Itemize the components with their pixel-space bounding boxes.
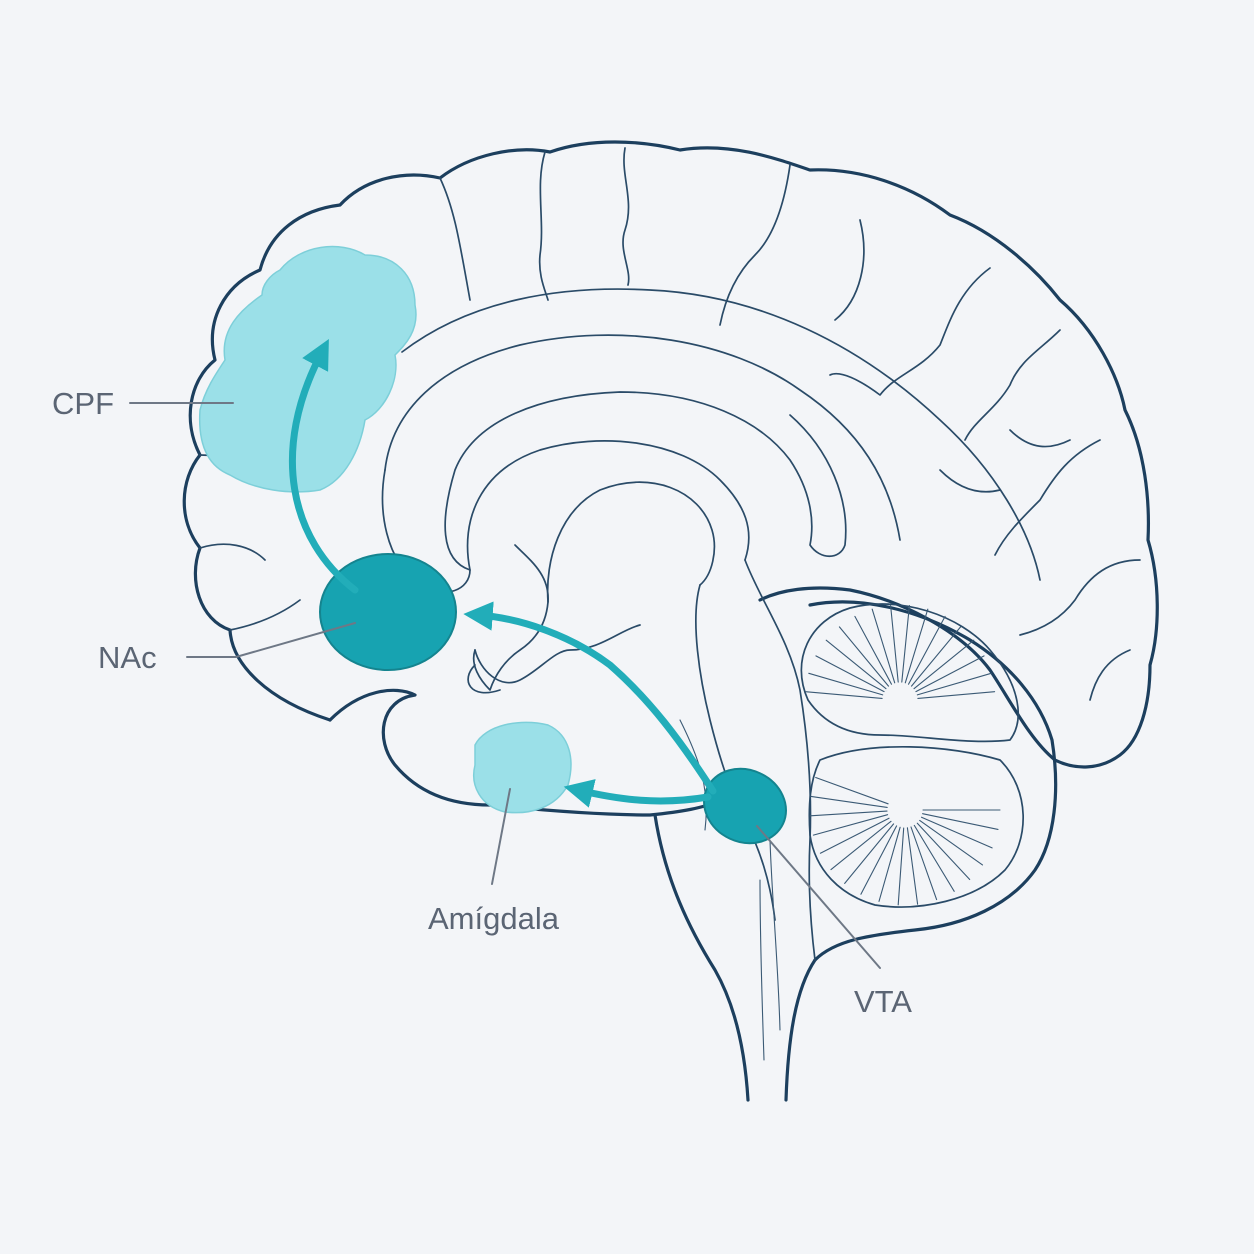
amygdala-region[interactable] bbox=[474, 722, 571, 812]
gyrus-line bbox=[200, 544, 265, 560]
amygdala-label: Amígdala bbox=[428, 901, 560, 936]
gyrus-line bbox=[835, 220, 864, 320]
nac-label: NAc bbox=[98, 640, 157, 675]
medulla-line bbox=[760, 880, 764, 1060]
gyrus-line bbox=[965, 330, 1060, 440]
arbor-vitae-ray bbox=[902, 606, 910, 683]
arbor-vitae-ray bbox=[909, 616, 946, 684]
arbor-vitae-ray bbox=[916, 656, 984, 692]
gyrus-line bbox=[1090, 650, 1130, 700]
midbrain-front bbox=[696, 585, 775, 920]
arbor-vitae-ray bbox=[922, 817, 993, 848]
medulla-line bbox=[770, 840, 780, 1030]
midbrain-back bbox=[745, 560, 815, 960]
nac-region[interactable] bbox=[320, 554, 456, 670]
fornix-line bbox=[548, 482, 715, 602]
arbor-vitae-ray bbox=[905, 609, 928, 683]
gyrus-line bbox=[623, 148, 629, 285]
cingulate-inner bbox=[385, 335, 900, 540]
arbor-vitae-ray bbox=[891, 606, 899, 683]
gyrus-line bbox=[440, 178, 470, 300]
gyrus-line bbox=[540, 152, 548, 300]
gyrus-line bbox=[1010, 430, 1070, 447]
corpus-callosum-outer bbox=[383, 392, 846, 592]
cerebellum-upper-lobe bbox=[801, 604, 1018, 741]
cpf-label: CPF bbox=[52, 386, 114, 421]
vta-label: VTA bbox=[854, 984, 912, 1019]
pathway-vta-to-amygdala bbox=[578, 790, 708, 801]
vta-region[interactable] bbox=[692, 756, 799, 857]
arbor-vitae-ray bbox=[911, 827, 937, 900]
cpf-region[interactable] bbox=[200, 247, 416, 492]
arbor-vitae-ray bbox=[805, 692, 882, 699]
arbor-vitae-ray bbox=[898, 828, 904, 905]
arbor-vitae-ray bbox=[816, 656, 884, 692]
gyrus-line bbox=[830, 268, 990, 395]
arbor-vitae-ray bbox=[811, 796, 887, 807]
gyrus-line bbox=[995, 440, 1100, 555]
corpus-callosum-inner bbox=[468, 441, 749, 570]
gyrus-line bbox=[230, 600, 300, 630]
arbor-vitae-ray bbox=[917, 823, 969, 879]
arbor-vitae-ray bbox=[855, 616, 892, 684]
brainstem-front bbox=[655, 815, 748, 1100]
arbor-vitae-ray bbox=[920, 820, 983, 865]
arbor-vitae-ray bbox=[872, 609, 895, 683]
arbor-vitae-ray bbox=[923, 814, 998, 830]
arbor-vitae-ray bbox=[816, 778, 888, 804]
arbor-vitae-ray bbox=[810, 811, 887, 816]
cerebellum-outline bbox=[810, 602, 1056, 960]
arbor-vitae-ray bbox=[914, 825, 954, 891]
arbor-vitae-ray bbox=[907, 828, 917, 904]
arbor-vitae-ray bbox=[918, 692, 995, 699]
arbor-vitae-ray bbox=[831, 821, 891, 869]
gyrus-line bbox=[940, 470, 1000, 492]
brainstem-back bbox=[786, 960, 815, 1100]
